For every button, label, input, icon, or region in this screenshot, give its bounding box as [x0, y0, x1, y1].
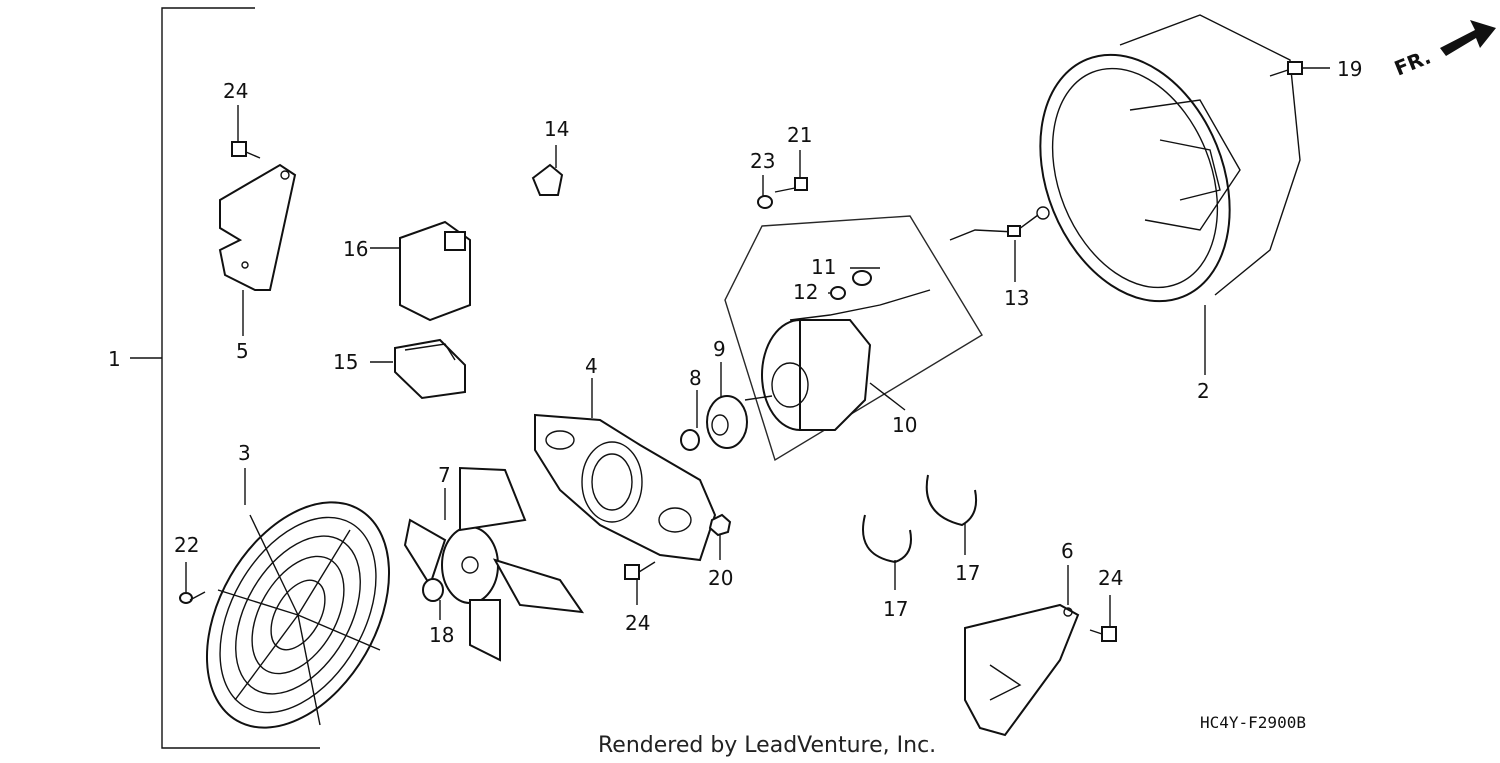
callout-17-b: 17	[955, 561, 980, 585]
assembly-bracket	[130, 7, 320, 749]
callout-10: 10	[892, 413, 917, 437]
callout-14: 14	[544, 117, 569, 141]
callout-4: 4	[585, 354, 598, 378]
part-spacer-12	[828, 286, 846, 300]
part-washer-23	[757, 175, 773, 209]
callout-2: 2	[1197, 379, 1210, 403]
part-screw-22	[179, 562, 206, 604]
part-nut-11	[850, 267, 880, 286]
callout-24-c: 24	[1098, 566, 1123, 590]
callout-22: 22	[174, 533, 199, 557]
callout-23: 23	[750, 149, 775, 173]
part-gasket-plate	[534, 378, 717, 562]
callout-19: 19	[1337, 57, 1362, 81]
drawing-code: HC4Y-F2900B	[1200, 713, 1306, 732]
callout-13: 13	[1004, 286, 1029, 310]
front-direction-label: FR.	[1391, 45, 1434, 81]
part-bolt-24a	[231, 105, 261, 159]
callout-18: 18	[429, 623, 454, 647]
part-hose-clamp-b	[925, 474, 978, 555]
render-credit: Rendered by LeadVenture, Inc.	[598, 733, 936, 758]
callout-12: 12	[793, 280, 818, 304]
callout-16: 16	[343, 237, 368, 261]
callout-1: 1	[108, 347, 121, 371]
part-hose-clamp-a	[862, 514, 912, 590]
callout-24-a: 24	[223, 79, 248, 103]
part-bolt-24b	[624, 561, 656, 605]
part-upper-bracket	[218, 163, 297, 336]
callout-9: 9	[713, 337, 726, 361]
callout-15: 15	[333, 350, 358, 374]
part-fan-motor	[724, 215, 983, 462]
part-bolt-19	[1269, 61, 1330, 77]
callout-7: 7	[438, 463, 451, 487]
part-collar	[680, 390, 700, 451]
callout-5: 5	[236, 339, 249, 363]
part-nut-20	[708, 513, 732, 560]
part-rubber-mount	[370, 338, 466, 400]
part-bolt-24c	[1089, 595, 1117, 642]
callout-17-a: 17	[883, 597, 908, 621]
part-fan-guard	[205, 468, 391, 729]
callout-11: 11	[811, 255, 836, 279]
part-bolt-21	[774, 150, 808, 193]
callout-24-b: 24	[625, 611, 650, 635]
part-clip	[531, 145, 564, 196]
callout-21: 21	[787, 123, 812, 147]
callout-3: 3	[238, 441, 251, 465]
callout-20: 20	[708, 566, 733, 590]
part-hub	[706, 362, 748, 449]
part-lower-bracket	[964, 565, 1080, 737]
callout-6: 6	[1061, 539, 1074, 563]
part-relay	[370, 220, 471, 322]
front-direction-arrow-icon: FR.	[1391, 20, 1496, 81]
part-connector-wire	[949, 206, 1050, 282]
callout-8: 8	[689, 366, 702, 390]
part-nut-18	[422, 578, 444, 620]
part-fan-blade	[403, 466, 585, 662]
part-fan-shroud	[1039, 14, 1301, 375]
